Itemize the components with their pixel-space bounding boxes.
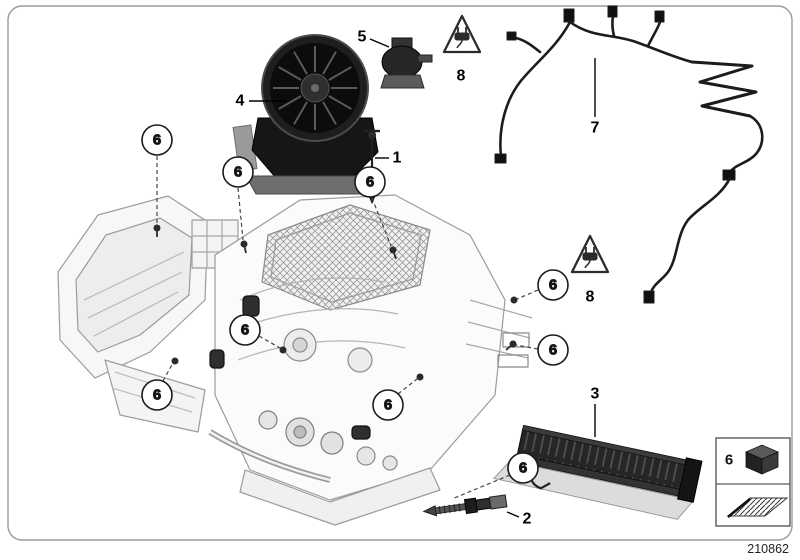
warning-triangle-top-icon — [442, 14, 482, 54]
plug-icon — [454, 27, 470, 49]
hotspot-label-4[interactable]: 4 — [236, 93, 245, 110]
part-number: 210862 — [747, 542, 789, 556]
callout-6-3[interactable]: 6 — [354, 166, 386, 198]
leader-lines — [249, 38, 596, 518]
wiring-harness-drawing — [494, 5, 764, 304]
hotspot-label-1[interactable]: 1 — [393, 150, 402, 167]
callout-6-2[interactable]: 6 — [222, 156, 254, 188]
air-pump-drawing — [380, 37, 433, 89]
hotspot-label-3[interactable]: 3 — [591, 386, 600, 403]
callout-6-label: 6 — [384, 397, 392, 414]
screw-callouts: 6 6 6 6 6 6 6 6 — [141, 124, 569, 484]
warning-triangle-mid-icon — [570, 234, 610, 274]
callout-6-label: 6 — [519, 460, 527, 477]
callout-6-label: 6 — [549, 342, 557, 359]
dashed-leader-lines — [156, 156, 539, 500]
heater-element-drawing — [492, 424, 703, 520]
plug-icon — [582, 247, 598, 269]
callout-6-label: 6 — [234, 164, 242, 181]
callout-6-label: 6 — [366, 174, 374, 191]
callout-6-6[interactable]: 6 — [372, 389, 404, 421]
callout-6-label: 6 — [549, 277, 557, 294]
callout-6-label: 6 — [153, 387, 161, 404]
hotspot-label-7[interactable]: 7 — [591, 120, 600, 137]
hotspot-label-5[interactable]: 5 — [358, 29, 367, 46]
hotspot-label-8-top[interactable]: 8 — [457, 68, 466, 85]
legend-box: 6 — [715, 437, 791, 527]
callout-6-7[interactable]: 6 — [537, 269, 569, 301]
temp-sensor-drawing — [422, 494, 508, 517]
callout-6-9[interactable]: 6 — [507, 452, 539, 484]
callout-6-1[interactable]: 6 — [141, 124, 173, 156]
callout-6-label: 6 — [153, 132, 161, 149]
hvac-housing-drawing — [57, 194, 533, 526]
blower-motor-drawing — [232, 34, 385, 195]
callout-6-5[interactable]: 6 — [141, 379, 173, 411]
hotspot-label-8-mid[interactable]: 8 — [586, 289, 595, 306]
diagram-border — [7, 5, 793, 541]
legend-item-number: 6 — [725, 452, 733, 469]
screw-targets — [153, 224, 518, 381]
hotspot-label-2[interactable]: 2 — [523, 511, 532, 528]
callout-6-8[interactable]: 6 — [537, 334, 569, 366]
sealing-symbol-icon — [726, 497, 789, 519]
callout-6-label: 6 — [241, 322, 249, 339]
connector-part-icon — [745, 444, 779, 475]
callout-6-4[interactable]: 6 — [229, 314, 261, 346]
